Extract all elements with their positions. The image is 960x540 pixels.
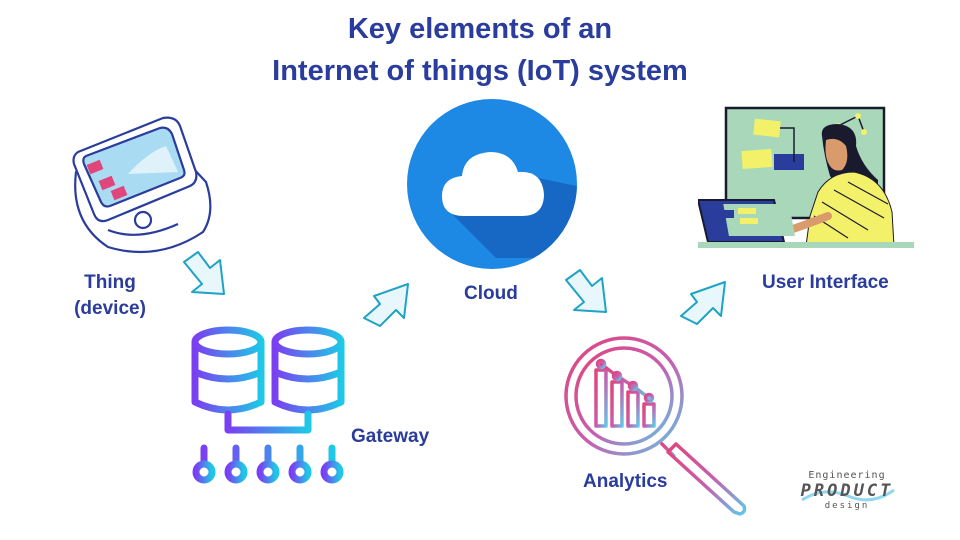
thing-label: Thing (device) (60, 270, 160, 322)
analytics-label: Analytics (583, 471, 668, 492)
arrow-down-right-icon (565, 269, 607, 313)
cloud-label: Cloud (464, 283, 518, 304)
user-interface-label: User Interface (762, 272, 889, 293)
magnifier-chart-icon (564, 336, 747, 516)
arrow-down-right-icon (183, 251, 225, 295)
thing-label-line-2: (device) (74, 298, 146, 319)
person-at-laptop-icon (698, 106, 914, 248)
brand-logo: Engineering PRODUCT design (782, 468, 912, 516)
gateway-label: Gateway (351, 426, 430, 447)
title-line-1: Key elements of an (347, 13, 613, 45)
arrow-up-right-icon (680, 281, 726, 325)
cloud-icon (407, 99, 577, 269)
logo-wave-icon (801, 488, 895, 502)
logo-line-2: PRODUCT (800, 481, 894, 501)
logo-line-1: Engineering (808, 470, 886, 481)
arrow-up-right-icon (363, 283, 409, 327)
logo-line-3: design (824, 501, 870, 511)
title-line-2: Internet of things (IoT) system (272, 55, 688, 87)
smartwatch-icon (72, 116, 212, 254)
page-title: Key elements of an Internet of things (I… (0, 8, 960, 92)
thing-label-line-1: Thing (84, 272, 136, 293)
database-gateway-icon (191, 326, 345, 484)
